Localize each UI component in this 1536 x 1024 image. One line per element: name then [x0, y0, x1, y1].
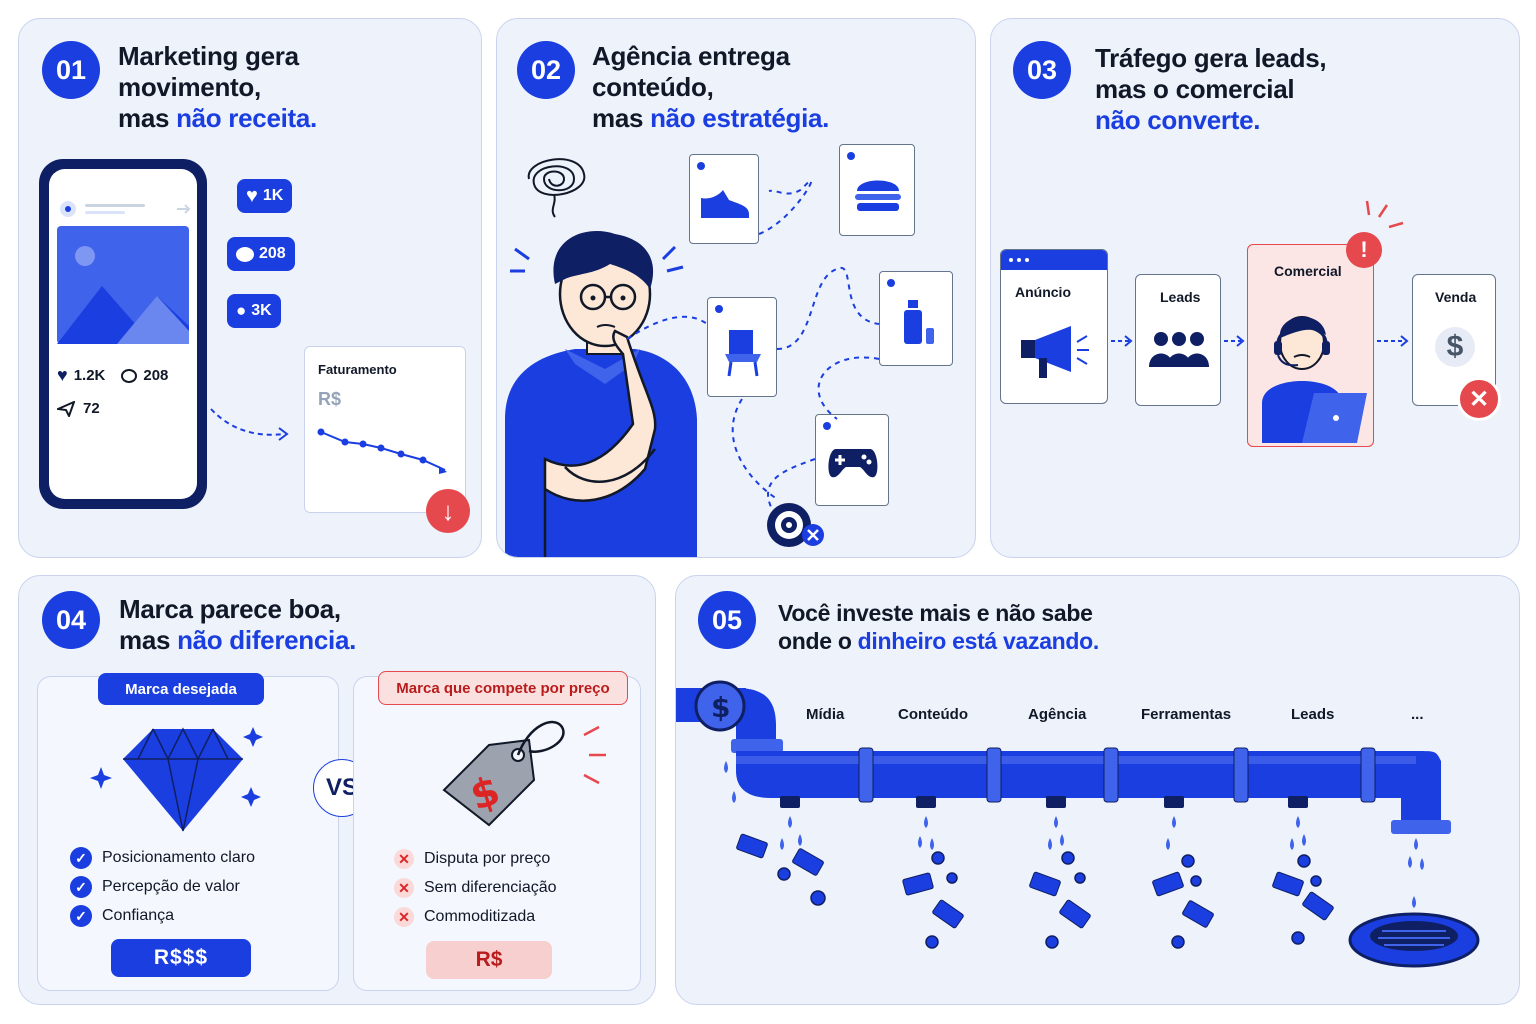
- people-icon: [1149, 332, 1209, 367]
- price-item: ✕Sem diferenciação: [394, 878, 557, 898]
- low-price-tag: R$: [426, 941, 552, 979]
- step-number: 05: [698, 591, 756, 649]
- step-ad: Anúncio: [1000, 249, 1108, 404]
- desired-item: ✓Percepção de valor: [70, 876, 240, 898]
- desired-item: ✓Posicionamento claro: [70, 847, 255, 869]
- desired-brand-panel: Marca desejada ✓Posicionamento claro ✓Pe…: [37, 673, 339, 991]
- alert-rays-icon: [1365, 200, 1404, 229]
- user-icon: ●: [236, 301, 247, 320]
- desired-item: ✓Confiança: [70, 905, 174, 927]
- price-item: ✕Commoditizada: [394, 907, 535, 927]
- leak-label-agency: Agência: [1028, 706, 1087, 723]
- x-icon: ✕: [394, 849, 414, 869]
- heart-icon: ♥: [57, 365, 68, 385]
- card-money-leak: 05 Você investe mais e não sabe onde o d…: [675, 575, 1520, 1005]
- svg-text:$: $: [711, 691, 730, 724]
- revenue-label: Faturamento: [318, 362, 397, 377]
- desired-brand-tag: Marca desejada: [98, 673, 264, 705]
- burger-icon: [855, 180, 901, 211]
- revenue-card: Faturamento R$: [304, 346, 466, 513]
- leak-label-tools: Ferramentas: [1141, 706, 1232, 723]
- content-card-burger: [839, 144, 915, 236]
- followers-chip: ●3K: [227, 294, 281, 328]
- leak-label-content: Conteúdo: [898, 706, 968, 723]
- dashed-paths-icon: [626, 179, 880, 510]
- revenue-currency: R$: [318, 389, 342, 409]
- price-item: ✕Disputa por preço: [394, 849, 550, 869]
- content-card-bottle: [879, 271, 953, 366]
- fail-icon: ✕: [1457, 377, 1501, 421]
- declining-line-icon: [317, 428, 447, 474]
- card-agency: 02 Agência entrega conteúdo, mas não est…: [496, 18, 976, 558]
- step-number: 04: [42, 591, 100, 649]
- step-number: 01: [42, 41, 100, 99]
- post-stats: ♥ 1.2K 208 72: [57, 365, 169, 417]
- bottle-icon: [904, 300, 934, 344]
- card-title: Agência entrega conteúdo, mas não estrat…: [592, 41, 830, 133]
- check-icon: ✓: [70, 847, 92, 869]
- gamepad-icon: [828, 449, 878, 478]
- price-tag-icon: $: [442, 720, 606, 827]
- likes-chip: ♥1K: [237, 179, 293, 213]
- flow-arrows-icon: [1111, 335, 1409, 347]
- card-title: Você investe mais e não sabe onde o dinh…: [778, 600, 1100, 654]
- content-card-gamepad: [815, 414, 889, 506]
- down-arrow-icon: ↓: [426, 489, 470, 533]
- x-icon: ✕: [394, 878, 414, 898]
- card-brand: 04 Marca parece boa, mas não diferencia.…: [18, 575, 656, 1005]
- post-header-icon: [60, 201, 191, 217]
- card-title: Marketing gera movimento, mas não receit…: [118, 41, 317, 133]
- card-title: Marca parece boa, mas não diferencia.: [119, 594, 357, 655]
- scribble-icon: [527, 158, 586, 218]
- leak-label-more: ...: [1411, 706, 1424, 723]
- premium-price-tag: R$$$: [111, 939, 251, 977]
- card-traffic: 03 Tráfego gera leads, mas o comercial n…: [990, 18, 1520, 558]
- dollar-icon: $: [1435, 327, 1475, 367]
- megaphone-icon: [1021, 326, 1089, 378]
- phone-mockup: ♥ 1.2K 208 72: [39, 159, 207, 509]
- comments-chip: 208: [227, 237, 295, 271]
- dashed-arrow-icon: [210, 408, 289, 441]
- send-icon: [57, 400, 75, 417]
- x-icon: ✕: [394, 907, 414, 927]
- target-miss-icon: [767, 503, 824, 547]
- card-title: Tráfego gera leads, mas o comercial não …: [1095, 43, 1327, 135]
- image-placeholder-icon: [57, 226, 189, 344]
- confused-person-illustration: [505, 231, 697, 557]
- content-card-chair: [707, 297, 777, 397]
- comment-icon: [121, 368, 138, 383]
- comment-icon: [236, 246, 254, 262]
- step-number: 03: [1013, 41, 1071, 99]
- leaking-pipe-illustration: $: [676, 680, 1480, 968]
- alert-icon: !: [1346, 232, 1382, 268]
- step-sales-team: Comercial: [1247, 244, 1374, 447]
- step-leads: Leads: [1135, 274, 1221, 406]
- shoe-icon: [701, 190, 749, 218]
- content-card-shoe: [689, 154, 759, 244]
- check-icon: ✓: [70, 876, 92, 898]
- chair-icon: [725, 330, 761, 377]
- card-marketing: 01 Marketing gera movimento, mas não rec…: [18, 18, 482, 558]
- leak-label-media: Mídia: [806, 706, 845, 723]
- leak-label-leads: Leads: [1291, 706, 1335, 723]
- price-brand-panel: Marca que compete por preço $ ✕Disputa p…: [353, 671, 641, 991]
- step-number: 02: [517, 41, 575, 99]
- heart-icon: ♥: [246, 184, 258, 207]
- salesperson-illustration: [1262, 316, 1367, 443]
- price-brand-tag: Marca que compete por preço: [378, 671, 628, 705]
- diamond-icon: [90, 727, 263, 832]
- check-icon: ✓: [70, 905, 92, 927]
